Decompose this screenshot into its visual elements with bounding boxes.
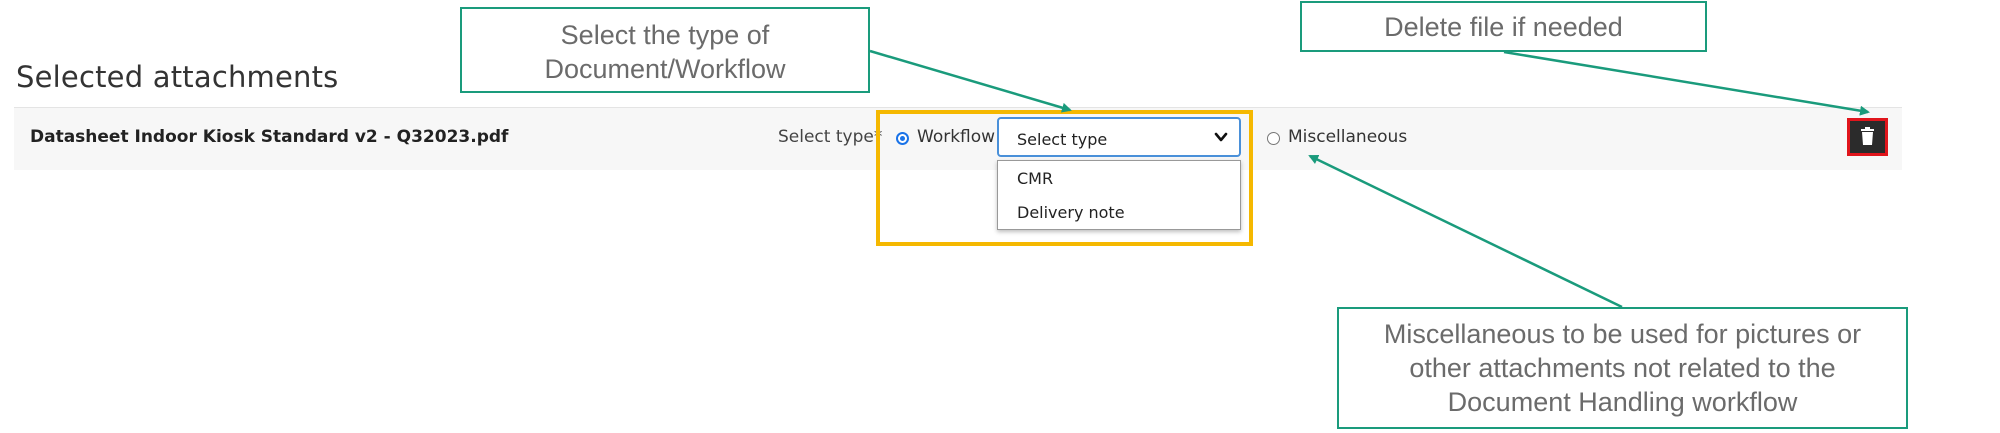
arrow-miscellaneous xyxy=(1308,154,1623,309)
callout-select-type-line2: Document/Workflow xyxy=(544,54,786,84)
attachment-row xyxy=(14,107,1902,170)
callout-select-type: Select the type of Document/Workflow xyxy=(460,7,870,93)
callout-misc-line2: other attachments not related to the xyxy=(1409,353,1836,383)
callout-delete-file-text: Delete file if needed xyxy=(1384,12,1623,42)
miscellaneous-radio-label[interactable]: Miscellaneous xyxy=(1288,127,1408,147)
workflow-radio[interactable] xyxy=(896,132,909,145)
select-type-dropdown[interactable]: Select type xyxy=(997,117,1241,157)
delete-button[interactable] xyxy=(1847,118,1888,156)
option-delivery-note[interactable]: Delivery note xyxy=(1017,203,1125,222)
arrow-delete-file xyxy=(1503,50,1870,116)
callout-select-type-line1: Select the type of xyxy=(560,20,770,50)
callout-misc-line3: Document Handling workflow xyxy=(1447,387,1798,417)
select-type-value: Select type xyxy=(1017,130,1108,149)
option-cmr[interactable]: CMR xyxy=(1017,169,1054,188)
workflow-radio-label[interactable]: Workflow xyxy=(917,127,996,147)
miscellaneous-radio[interactable] xyxy=(1267,132,1280,145)
select-type-label: Select type* xyxy=(778,127,883,147)
select-type-options: CMR Delivery note xyxy=(997,160,1241,230)
attachment-filename: Datasheet Indoor Kiosk Standard v2 - Q32… xyxy=(30,127,509,147)
callout-miscellaneous: Miscellaneous to be used for pictures or… xyxy=(1337,307,1908,429)
section-title: Selected attachments xyxy=(16,60,339,94)
trash-icon xyxy=(1861,127,1874,145)
arrow-select-type xyxy=(869,49,1072,113)
chevron-down-icon xyxy=(1214,132,1228,142)
callout-misc-line1: Miscellaneous to be used for pictures or xyxy=(1383,319,1862,349)
callout-delete-file: Delete file if needed xyxy=(1300,1,1707,52)
